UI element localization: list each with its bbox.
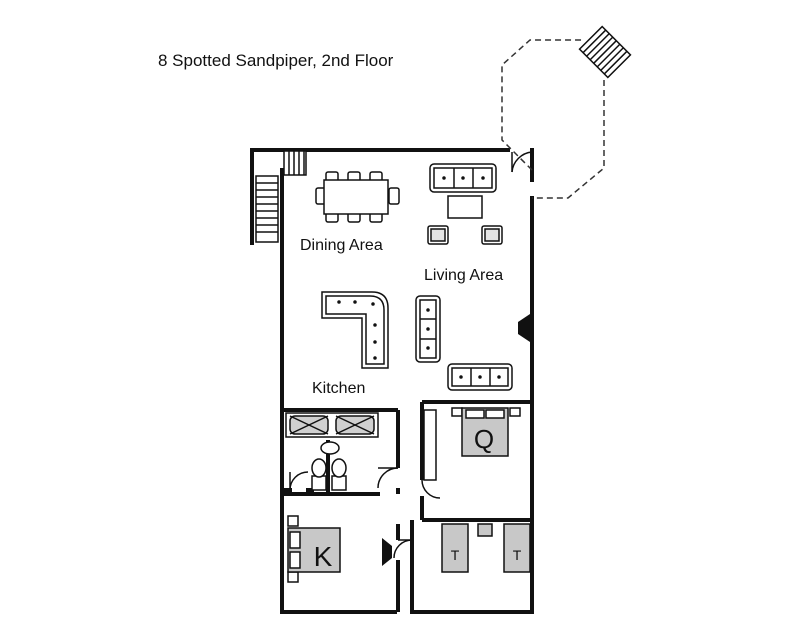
king-bed (287, 515, 341, 583)
dining-table (315, 171, 400, 223)
twin-bedroom-walls (396, 520, 414, 612)
twin-beds (441, 523, 531, 573)
room-label-dining: Dining Area (300, 237, 383, 254)
twin-door (393, 539, 413, 559)
queen-closet (423, 409, 437, 481)
deck-outline (501, 39, 605, 199)
kitchen-counter (321, 291, 389, 369)
bathroom-walls (282, 408, 400, 496)
exterior-walls (250, 148, 534, 614)
stairs-left (255, 175, 279, 243)
king-bed-label: K (314, 541, 333, 572)
armchairs (427, 225, 503, 245)
twin-bed-right-label: T (513, 547, 522, 563)
sofa-top (429, 163, 497, 193)
queen-door (421, 479, 441, 499)
bathroom-vanity (285, 412, 379, 438)
stairs-top (283, 150, 307, 176)
room-label-kitchen: Kitchen (312, 380, 365, 397)
toilets (311, 441, 347, 491)
queen-bedroom-walls (420, 400, 532, 522)
twin-bed-left-label: T (451, 547, 460, 563)
entry-door (511, 151, 533, 173)
coffee-table (447, 195, 483, 219)
fireplace-living (518, 314, 530, 342)
floor-plan-title: 8 Spotted Sandpiper, 2nd Floor (158, 51, 394, 70)
room-label-living: Living Area (424, 267, 503, 284)
queen-bed-label: Q (474, 424, 494, 454)
fireplace-king (382, 538, 392, 566)
queen-bed (451, 407, 521, 457)
deck-stairs (578, 25, 632, 79)
sofa-bottom (447, 363, 513, 391)
bathroom-doors (289, 467, 399, 491)
sofa-middle (415, 295, 441, 363)
